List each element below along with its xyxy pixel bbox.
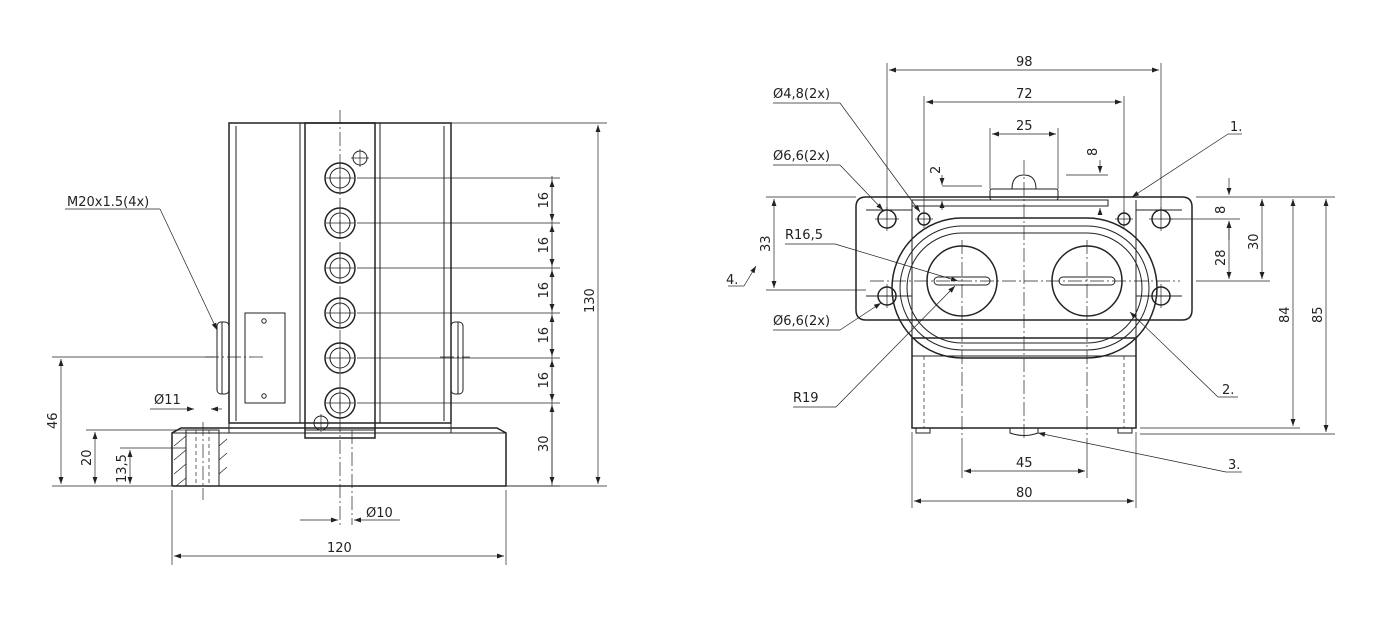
radius-19-label: R19 (793, 391, 819, 406)
side-view: 98 72 25 8 2 Ø4,8(2x) Ø6,6(2x) Ø6,6(2x) … (726, 55, 1335, 508)
height-46-label: 46 (46, 412, 61, 429)
depth-2-label: 2 (929, 166, 944, 174)
height-84-label: 84 (1278, 306, 1293, 323)
width-120-label: 120 (327, 541, 352, 556)
pitch-label-1: 16 (537, 192, 552, 209)
port-2 (324, 207, 560, 239)
width-45-label: 45 (1016, 456, 1033, 471)
front-view: M20x1.5(4x) Ø11 Ø10 120 130 46 20 13,5 3… (46, 110, 607, 565)
side-seal (891, 217, 1158, 359)
port-5 (324, 342, 560, 374)
height-30-label: 30 (1247, 233, 1262, 250)
pitch-label-2: 16 (537, 237, 552, 254)
item-2-label: 2. (1222, 383, 1234, 398)
dia-11-label: Ø11 (154, 393, 181, 408)
bottom-30-label: 30 (537, 435, 552, 452)
width-80-label: 80 (1016, 486, 1033, 501)
port-6 (324, 387, 560, 419)
dia-6-6-bottom-label: Ø6,6(2x) (773, 314, 830, 329)
pitch-label-3: 16 (537, 282, 552, 299)
side-dimensions (728, 63, 1335, 508)
port-1 (324, 162, 560, 194)
dia-4-8-label: Ø4,8(2x) (773, 87, 830, 102)
screw-hole-right (1115, 210, 1133, 228)
dia-6-6-top-label: Ø6,6(2x) (773, 149, 830, 164)
port-4 (324, 297, 560, 329)
front-labels: M20x1.5(4x) Ø11 Ø10 120 130 46 20 13,5 3… (46, 192, 598, 556)
main-body (205, 110, 470, 525)
port-3 (324, 252, 560, 284)
item-3-label: 3. (1228, 458, 1240, 473)
height-13-5-label: 13,5 (115, 454, 130, 483)
height-33-label: 33 (759, 235, 774, 252)
side-cover (911, 174, 1109, 207)
item-1-label: 1. (1230, 120, 1242, 135)
width-98-label: 98 (1016, 55, 1033, 70)
height-8-label: 8 (1214, 206, 1229, 214)
radius-16-5-label: R16,5 (785, 228, 823, 243)
height-130-label: 130 (583, 288, 598, 313)
side-labels: 98 72 25 8 2 Ø4,8(2x) Ø6,6(2x) Ø6,6(2x) … (726, 55, 1326, 501)
base-plate (171, 422, 507, 500)
height-28-label: 28 (1214, 249, 1229, 266)
screw-hole-left (915, 210, 933, 228)
pitch-label-4: 16 (537, 327, 552, 344)
item-4-label: 4. (726, 273, 738, 288)
pitch-label-5: 16 (537, 372, 552, 389)
front-dimensions (52, 122, 607, 565)
side-centerlines (870, 160, 1180, 440)
mount-hole-bottom-right (1149, 284, 1173, 308)
mount-hole-bottom-left (875, 284, 899, 308)
port-column (324, 162, 560, 484)
width-25-label: 25 (1016, 119, 1033, 134)
height-85-label: 85 (1311, 306, 1326, 323)
width-72-label: 72 (1016, 87, 1033, 102)
height-20-label: 20 (80, 449, 95, 466)
depth-8-top-label: 8 (1086, 148, 1101, 156)
thread-callout-label: M20x1.5(4x) (67, 195, 149, 210)
dia-10-label: Ø10 (366, 506, 393, 521)
